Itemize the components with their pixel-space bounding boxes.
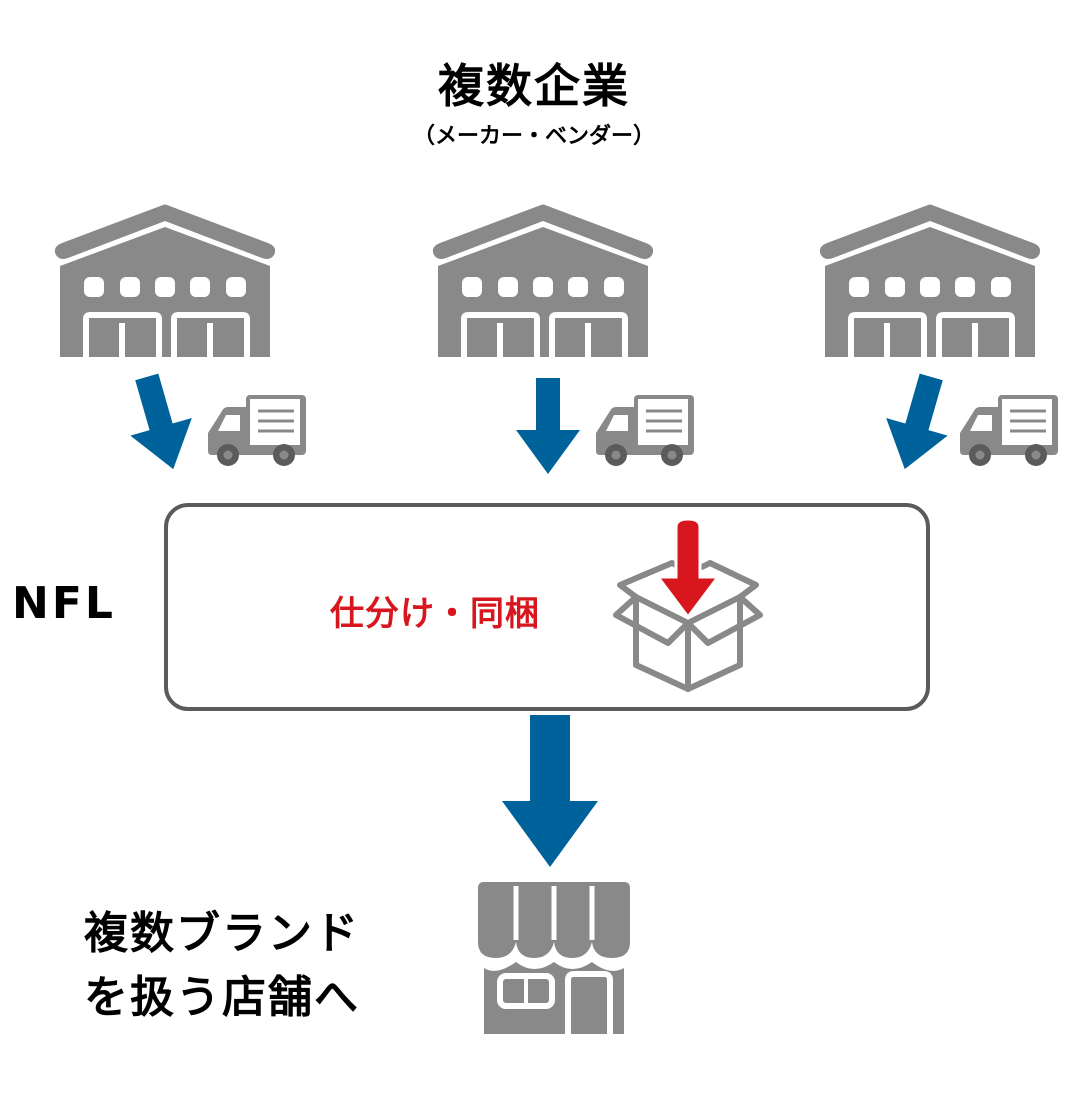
truck-icon [960,393,1060,469]
store-icon [478,882,630,1034]
warehouse-icon [428,198,658,360]
truck-icon [596,393,696,469]
process-box [164,503,930,711]
warehouse-icon [50,198,280,360]
warehouse-icon [815,198,1045,360]
hub-label: NFL [12,578,116,629]
process-label: 仕分け・同梱 [330,594,540,634]
arrow-down-icon [502,715,598,867]
box-with-arrow-icon [613,517,763,692]
arrow-down-icon [516,378,580,474]
arrow-down-left-icon [874,368,962,478]
arrow-down-right-icon [116,368,204,478]
destination-line-1: 複数ブランド [84,908,360,959]
truck-icon [208,393,308,469]
diagram-subtitle: （メーカー・ベンダー） [412,124,655,149]
diagram-title: 複数企業 [438,59,630,113]
destination-line-2: を扱う店舗へ [84,972,360,1023]
destination-label: 複数ブランド を扱う店舗へ [84,902,360,1030]
